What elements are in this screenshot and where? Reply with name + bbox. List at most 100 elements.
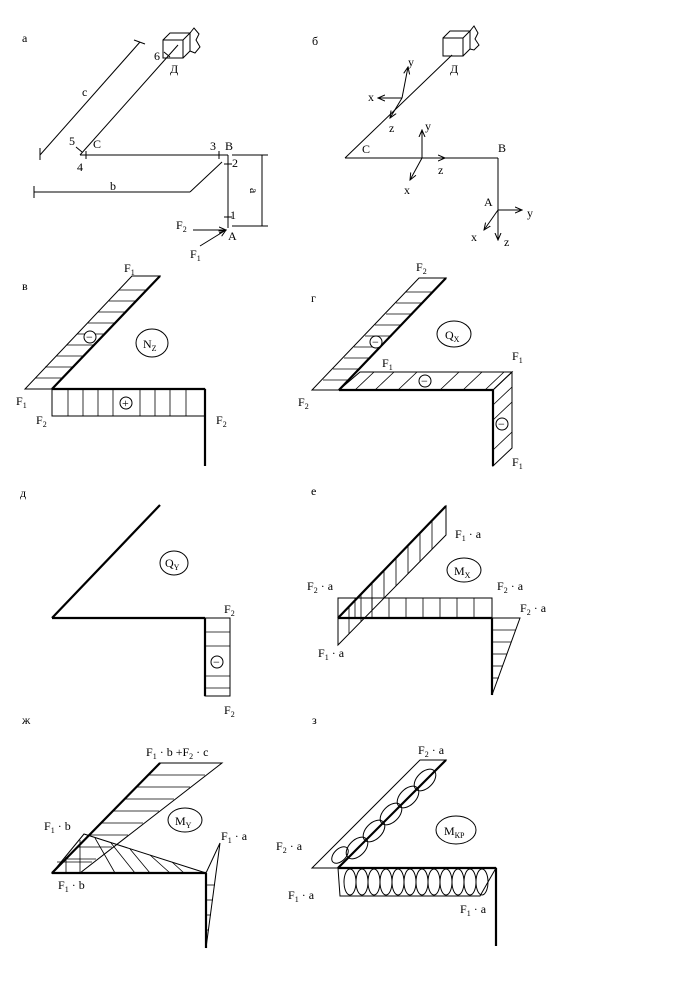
value-label: F2 <box>36 413 47 429</box>
value-label: F1 <box>382 356 393 372</box>
panel-g-label: г <box>311 291 316 305</box>
value-label: F1 · a <box>221 829 248 845</box>
sign-minus: − <box>498 417 505 431</box>
qx-band-cd <box>310 277 448 391</box>
torque-coils-cd <box>331 768 437 864</box>
section-1-label: 1 <box>230 208 236 222</box>
diagram-title: MY <box>175 814 192 830</box>
panel-z-mkr: з MКР F2 · a <box>276 713 498 946</box>
section-6-label: 6 <box>154 49 160 63</box>
section-5-label: 5 <box>69 134 75 148</box>
sign-minus: − <box>213 655 220 669</box>
axis-z-label: z <box>438 163 443 177</box>
panel-a: а Д C B A 1 2 3 4 <box>22 27 268 263</box>
diagram-title: MКР <box>444 824 465 840</box>
diagram-title: QY <box>165 556 180 572</box>
value-label: F1 <box>124 261 135 277</box>
axis-x-label: x <box>471 230 477 244</box>
mx-band-ba <box>491 617 521 696</box>
value-label: F2 <box>298 395 309 411</box>
section-3-label: 3 <box>210 139 216 153</box>
axis-y-label: y <box>527 206 533 220</box>
qx-band-ba <box>492 370 513 468</box>
diagram-title: NZ <box>143 337 157 353</box>
force-f1-label: F1 <box>190 247 201 263</box>
nz-band-cb <box>51 388 206 417</box>
frame-member-cd <box>79 44 179 156</box>
mkr-band-cd <box>310 759 448 869</box>
panel-zh-my: ж MY F1 · b +F2 · c F1 · b F1 · b <box>21 713 248 949</box>
point-b-label: B <box>225 139 233 153</box>
dimension-c-label: c <box>82 85 87 99</box>
axis-y-label: y <box>425 119 431 133</box>
frame-member-cd <box>344 54 453 159</box>
panel-z-label: з <box>312 713 317 727</box>
mkr-band-cb <box>337 867 497 897</box>
panel-g-qx: г − − − QX F2 F2 F1 <box>298 260 523 471</box>
value-label: F1 · b <box>44 819 71 835</box>
value-label: F2 · a <box>307 579 334 595</box>
point-c-label: C <box>362 142 370 156</box>
value-label: F2 · a <box>418 743 445 759</box>
point-a-label: A <box>228 229 237 243</box>
panel-b: б y x z y z x y z x Д C B A <box>312 25 533 249</box>
panel-v-label: в <box>22 279 28 293</box>
dimension-line-c <box>39 41 141 156</box>
force-f1-arrow <box>199 230 226 247</box>
section-4-label: 4 <box>77 160 83 174</box>
value-label: F1 · a <box>460 902 487 918</box>
value-label: F1 · a <box>288 888 315 904</box>
value-label: F1 · b <box>58 878 85 894</box>
axis-z-label: z <box>389 121 394 135</box>
value-label: F2 <box>224 602 235 618</box>
point-a-label: A <box>484 195 493 209</box>
force-f2-label: F2 <box>176 218 187 234</box>
value-label: F2 · a <box>497 579 524 595</box>
torque-coils-cb <box>343 868 489 896</box>
value-label: F1 · b +F2 · c <box>146 745 208 761</box>
point-c-label: C <box>93 137 101 151</box>
sign-minus: − <box>372 335 379 349</box>
sign-plus: + <box>122 396 129 410</box>
diagram-title: MX <box>454 564 471 580</box>
qy-band-ba <box>204 617 231 697</box>
wall-support-block <box>442 25 480 57</box>
panel-d-label: д <box>20 486 26 500</box>
panel-zh-label: ж <box>21 713 31 727</box>
my-band-ba <box>205 842 221 949</box>
sign-minus: − <box>86 330 93 344</box>
panel-a-label: а <box>22 31 28 45</box>
axis-x-label: x <box>368 90 374 104</box>
value-label: F1 · a <box>455 527 482 543</box>
value-label: F2 <box>224 703 235 719</box>
point-b-label: B <box>498 141 506 155</box>
dimension-b-label: b <box>110 179 116 193</box>
value-label: F1 <box>16 394 27 410</box>
axis-z-label: z <box>504 235 509 249</box>
sign-minus: − <box>421 374 428 388</box>
section-2-label: 2 <box>232 156 238 170</box>
value-label: F2 · a <box>520 601 547 617</box>
mx-band-cd <box>337 504 447 647</box>
panel-v-nz: в − + NZ F1 F1 F2 F2 <box>16 261 227 466</box>
point-d-label: Д <box>170 62 178 76</box>
panel-e-label: е <box>311 484 316 498</box>
point-d-label: Д <box>450 62 458 76</box>
value-label: F1 <box>512 349 523 365</box>
axis-x-label: x <box>404 183 410 197</box>
panel-e-mx: е MX F1 · a F2 · a F2 · a F2 · a <box>307 484 547 696</box>
panel-d-qy: д − QY F2 F2 <box>20 486 235 719</box>
value-label: F2 <box>216 413 227 429</box>
wall-support-block <box>162 27 201 59</box>
panel-b-label: б <box>312 34 318 48</box>
dimension-a-label: a <box>247 188 261 194</box>
nz-band-cd <box>23 275 162 390</box>
value-label: F2 <box>416 260 427 276</box>
value-label: F1 <box>512 455 523 471</box>
my-band-cb <box>50 833 207 874</box>
my-band-cd <box>50 762 224 874</box>
value-label: F2 · a <box>276 839 303 855</box>
mx-band-cb <box>337 597 493 619</box>
axis-y-label: y <box>408 55 414 69</box>
